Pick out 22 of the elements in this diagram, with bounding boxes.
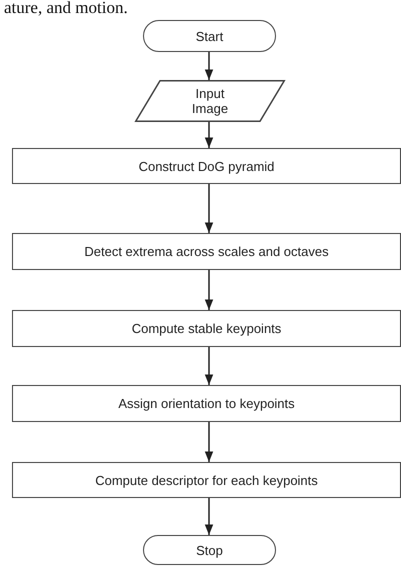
node-label: Compute stable keypoints [132, 321, 282, 336]
node-label: Detect extrema across scales and octaves [84, 244, 329, 259]
process-box [12, 233, 401, 270]
arrow [204, 422, 214, 462]
node-label: Input Image [190, 86, 230, 116]
arrow [204, 122, 214, 148]
process-box [12, 148, 401, 184]
input-parallelogram [135, 80, 285, 122]
arrow [204, 184, 214, 233]
process-box [12, 310, 401, 347]
process-box [12, 385, 401, 422]
node-label: Compute descriptor for each keypoints [95, 472, 318, 488]
arrow [204, 52, 214, 80]
node-label: Construct DoG pyramid [138, 158, 274, 174]
text-fragment: ature, and motion. [4, 0, 128, 17]
process-box [12, 462, 401, 498]
arrow [204, 347, 214, 385]
arrow [204, 498, 214, 535]
node-label: Assign orientation to keypoints [118, 396, 295, 411]
node-label: Stop [196, 542, 223, 558]
node-label: Start [196, 28, 224, 44]
arrow [204, 270, 214, 310]
